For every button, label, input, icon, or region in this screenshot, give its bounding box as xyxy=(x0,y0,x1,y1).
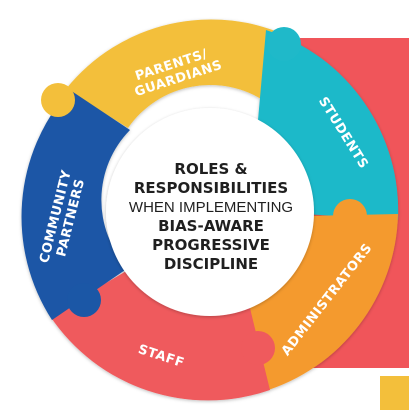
center-line-1: ROLES & xyxy=(174,160,248,178)
segment-staff xyxy=(50,270,270,401)
center-line-2: RESPONSIBILITIES xyxy=(133,179,289,197)
puzzle-tab-top-right xyxy=(267,27,301,61)
center-line-4: BIAS-AWARE xyxy=(158,217,264,235)
center-line-3: WHEN IMPLEMENTING xyxy=(128,199,294,216)
puzzle-tab-top-left xyxy=(41,83,75,117)
segment-administrators xyxy=(244,214,398,392)
segment-community-partners xyxy=(21,90,130,320)
center-line-6: DISCIPLINE xyxy=(163,255,259,273)
puzzle-tab-bottom xyxy=(241,331,275,365)
center-line-5: PROGRESSIVE xyxy=(152,236,270,254)
segment-students xyxy=(258,30,399,220)
segment-parents-guardians xyxy=(66,19,292,128)
puzzle-tab-right xyxy=(333,199,367,233)
center-circle xyxy=(106,108,314,316)
background-yellow-square xyxy=(380,376,409,410)
puzzle-tab-left xyxy=(67,283,101,317)
center-title: ROLES & RESPONSIBILITIES WHEN IMPLEMENTI… xyxy=(118,160,304,274)
